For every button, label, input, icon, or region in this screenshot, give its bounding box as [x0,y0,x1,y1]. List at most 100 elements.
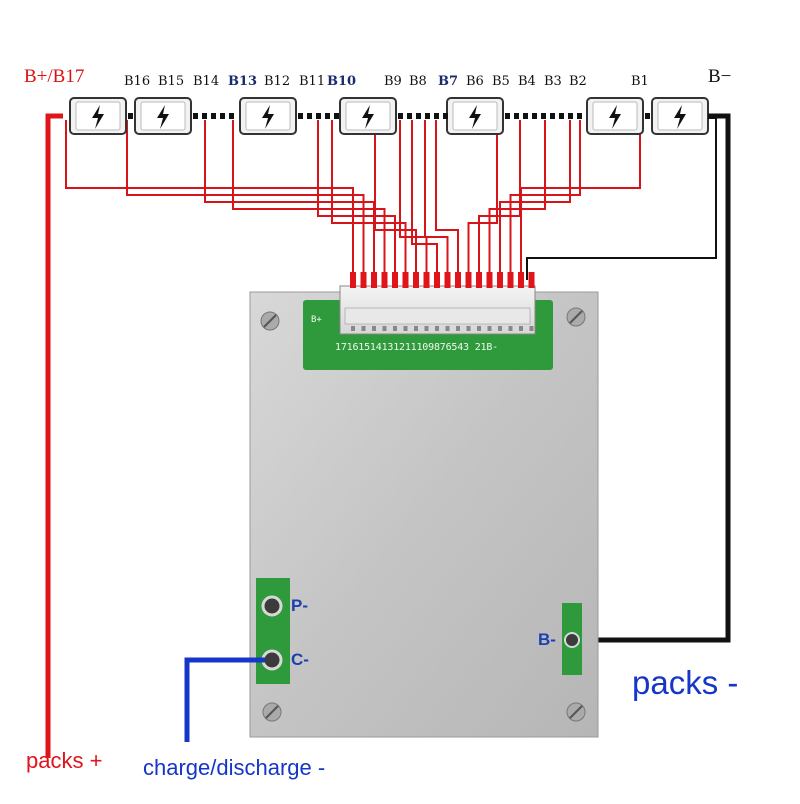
c-minus-label: C- [291,650,309,669]
link-dash [550,113,555,119]
connector-contact [361,326,366,331]
b-minus-sense-wire [526,117,717,280]
connector-pin [434,272,440,288]
connector-contact [393,326,397,331]
cell-row [69,97,709,135]
label-b9: B9 [384,74,402,89]
connector-pin [413,272,419,288]
label-b2: B2 [569,74,587,89]
balance-wire [509,120,581,284]
link-dash [645,113,650,119]
balance-wire [499,120,571,284]
link-dash [220,113,225,119]
balance-wire [411,120,438,284]
connector-pin [350,272,356,288]
balance-wire [424,120,449,284]
link-dash [577,113,582,119]
battery-bolt-icon [239,97,297,135]
link-dash [316,113,321,119]
connector-contact [477,326,481,331]
packs-minus-caption: packs - [632,664,739,701]
balance-wire [467,120,498,284]
connector-pin [476,272,482,288]
connector-contact [508,326,513,331]
connector-contact [529,326,534,331]
link-dash [407,113,412,119]
label-b14: B14 [193,74,220,89]
connector-contact [351,326,355,331]
link-dash [532,113,537,119]
connector-pin [455,272,461,288]
b-minus-pad [564,632,580,648]
label-b7: B7 [438,74,459,89]
balance-wire [232,120,386,284]
balance-wire [488,120,546,284]
link-dash [334,113,339,119]
link-dash [559,113,564,119]
battery-bolt-icon [339,97,397,135]
link-dash [193,113,198,119]
label-b12: B12 [264,74,291,89]
link-dash [229,113,234,119]
battery-bolt-icon [134,97,192,135]
link-dash [523,113,528,119]
label-b15: B15 [158,74,185,89]
connector-pin [486,272,493,288]
connector-lip [344,307,531,325]
label-b1: B1 [631,74,649,89]
connector-pin [444,272,451,288]
connector-pins [350,272,535,331]
connector-contact [498,326,502,331]
label-b13: B13 [228,74,258,89]
screw-icon [262,702,282,722]
link-dash [541,113,546,119]
balance-wire [374,120,417,284]
balance-wire [331,120,407,284]
label-b6: B6 [466,74,484,89]
link-dash [425,113,430,119]
balance-wires [65,120,641,284]
connector-pin [360,272,367,288]
link-dash [325,113,330,119]
charge-discharge-wire [184,657,265,742]
battery-bolt-icon [586,97,644,135]
balance-wire [317,120,396,284]
connector-contact [445,326,450,331]
screw-icon [260,311,280,331]
connector-contact [424,326,429,331]
connector-pin [497,272,503,288]
connector-contact [456,326,460,331]
label-b5: B5 [492,74,510,89]
connector-contact [435,326,439,331]
charge-discharge-caption: charge/discharge - [143,755,326,780]
connector-pin [423,272,430,288]
label-b16: B16 [124,74,151,89]
link-dash [211,113,216,119]
link-dash [568,113,573,119]
label-b11: B11 [299,74,326,89]
p-minus-label: P- [291,596,308,615]
connector-contact [414,326,418,331]
b-minus-label: B- [538,630,556,649]
connector-contact [372,326,376,331]
link-dash [505,113,510,119]
balance-wire [204,120,375,284]
link-dash [443,113,448,119]
connector-contact [466,326,471,331]
link-dash [398,113,403,119]
balance-wire [399,120,428,284]
connector-pin [371,272,377,288]
battery-bolt-icon [651,97,709,135]
link-dash [307,113,312,119]
c-minus-pad [261,649,283,671]
connector-pin [528,272,535,288]
screw-icon [566,307,586,327]
balance-wire [435,120,459,284]
link-dash [416,113,421,119]
battery-bolt-icon [69,97,127,135]
positive-wire [45,113,63,758]
connector-contact [487,326,492,331]
link-dash [298,113,303,119]
